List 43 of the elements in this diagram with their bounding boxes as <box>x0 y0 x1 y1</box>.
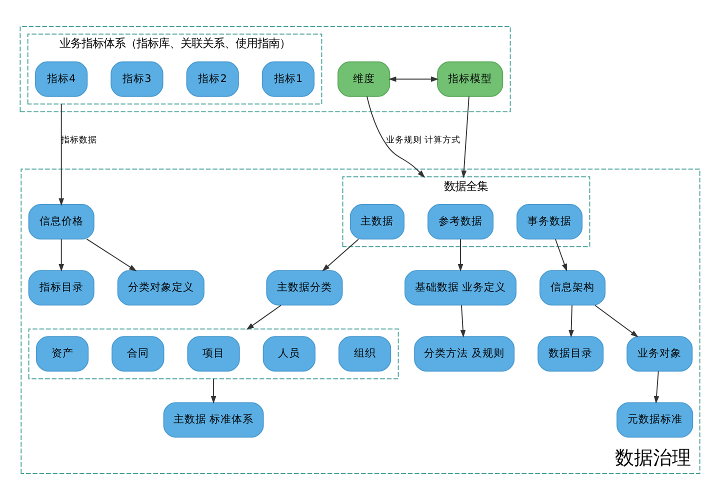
node-box: 资产 <box>36 336 89 372</box>
node-box: 合同 <box>112 336 164 372</box>
node-box: 基础数据 业务定义 <box>404 270 516 306</box>
node-box: 主数据 标准体系 <box>163 402 264 438</box>
arrow <box>554 238 568 272</box>
arrow <box>388 76 439 82</box>
node-box: 信息价格 <box>28 204 94 240</box>
node-box: 指标2 <box>186 61 239 97</box>
node-box: 业务对象 <box>626 336 693 372</box>
cluster <box>20 26 511 112</box>
node-box: 元数据标准 <box>616 402 694 438</box>
edge-label: 业务规则 计算方式 <box>386 136 461 146</box>
arrow <box>322 238 359 272</box>
node-box: 指标模型 <box>437 61 504 97</box>
node-box: 分类对象定义 <box>117 270 204 306</box>
node-box: 组织 <box>338 336 392 372</box>
arrow <box>654 370 660 404</box>
node-box: 主数据 <box>350 204 405 240</box>
node-box: 信息架构 <box>539 270 606 306</box>
node-box: 主数据分类 <box>266 270 343 306</box>
arrow <box>568 304 574 338</box>
node-box: 数据目录 <box>538 336 604 372</box>
arrow <box>210 378 216 404</box>
node-box: 人员 <box>262 336 316 372</box>
arrow <box>594 304 638 338</box>
node-box: 项目 <box>187 336 240 372</box>
arrow <box>58 104 64 206</box>
arrow <box>58 238 64 272</box>
arrow <box>86 238 137 272</box>
arrow <box>461 96 470 178</box>
node-box: 维度 <box>338 61 390 97</box>
arrow <box>458 238 464 272</box>
cluster <box>28 328 399 380</box>
node-box: 参考数据 <box>427 204 494 240</box>
node-box: 指标3 <box>110 61 164 97</box>
node-box: 分类方法 及规则 <box>414 336 515 372</box>
arrow <box>366 96 426 178</box>
node-box: 指标4 <box>35 61 88 97</box>
node-box: 指标目录 <box>28 270 94 306</box>
node-box: 指标1 <box>262 61 315 97</box>
node-box: 事务数据 <box>516 204 583 240</box>
arrow <box>460 304 466 338</box>
arrow <box>246 304 282 330</box>
